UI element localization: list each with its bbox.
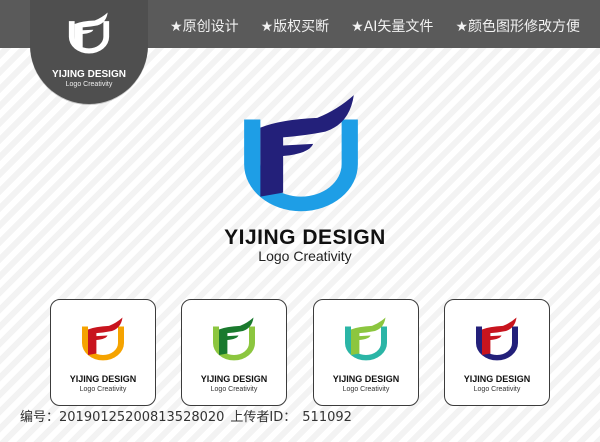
variant-subtitle: Logo Creativity <box>79 386 127 393</box>
feature-list: ★原创设计 ★版权买断 ★AI矢量文件 ★颜色图形修改方便 <box>170 16 580 36</box>
variant-title: YIJING DESIGN <box>69 374 137 384</box>
variant-title: YIJING DESIGN <box>200 374 268 384</box>
variant-card: YIJING DESIGN Logo Creativity <box>50 299 156 406</box>
corner-title: YIJING DESIGN <box>52 69 126 80</box>
yf-shield-icon <box>476 317 518 361</box>
corner-badge: YIJING DESIGN Logo Creativity <box>30 0 148 104</box>
yf-shield-icon <box>213 317 255 361</box>
variant-card: YIJING DESIGN Logo Creativity <box>313 299 419 406</box>
color-variants: YIJING DESIGN Logo Creativity YIJING DES… <box>50 299 550 407</box>
main-logo-icon <box>244 95 358 212</box>
variant-title: YIJING DESIGN <box>463 374 531 384</box>
feature-easy-edit: ★颜色图形修改方便 <box>455 19 580 35</box>
variant-subtitle: Logo Creativity <box>473 386 521 393</box>
feature-copyright: ★版权买断 <box>260 19 330 35</box>
variant-subtitle: Logo Creativity <box>342 386 390 393</box>
yf-shield-icon <box>345 317 387 361</box>
variant-title: YIJING DESIGN <box>332 374 400 384</box>
variant-subtitle: Logo Creativity <box>210 386 258 393</box>
footer-id: 编号：20190125200813528020 <box>20 410 225 425</box>
brand-tagline: Logo Creativity <box>258 248 352 264</box>
variant-card: YIJING DESIGN Logo Creativity <box>181 299 287 406</box>
corner-subtitle: Logo Creativity <box>65 81 113 88</box>
yf-shield-icon <box>68 12 110 54</box>
variant-card: YIJING DESIGN Logo Creativity <box>444 299 550 406</box>
footer-info: 编号：20190125200813528020 上传者ID： 511092 <box>20 406 358 425</box>
feature-ai-vector: ★AI矢量文件 <box>351 19 434 35</box>
brand-name: YIJING DESIGN <box>224 226 386 249</box>
feature-original: ★原创设计 <box>170 19 239 35</box>
logo-f-shape <box>260 95 354 197</box>
footer-uploader-label: 上传者ID： <box>230 410 297 425</box>
yf-shield-icon <box>82 317 124 361</box>
footer-uploader-id: 511092 <box>302 410 352 425</box>
